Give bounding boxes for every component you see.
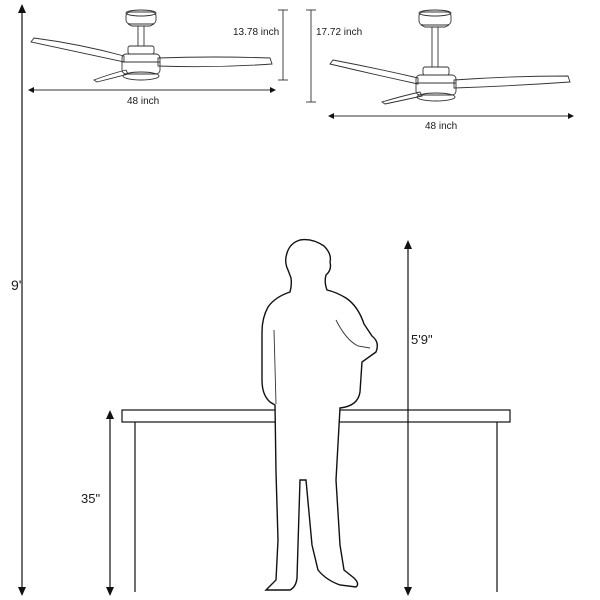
- fan-short-downrod: [30, 9, 273, 83]
- fan-short-height-label: 13.78 inch: [233, 27, 279, 38]
- person-height-label: 5'9": [411, 332, 433, 347]
- fan-short-height-dimension: 13.78 inch: [233, 9, 288, 81]
- fan-long-height-dimension: 17.72 inch: [306, 9, 362, 103]
- table-height-label: 35": [81, 491, 100, 506]
- fan-long-width-dimension: 48 inch: [328, 113, 574, 132]
- ceiling-height-dimension: 9': [11, 4, 26, 596]
- fan-long-width-label: 48 inch: [425, 121, 457, 132]
- fan-long-downrod: [329, 9, 571, 105]
- fan-short-width-dimension: 48 inch: [28, 87, 276, 107]
- person-height-dimension: 5'9": [404, 240, 433, 596]
- table-height-dimension: 35": [81, 410, 114, 596]
- ceiling-height-label: 9': [11, 277, 21, 293]
- fan-long-height-label: 17.72 inch: [316, 27, 362, 38]
- person-silhouette: [261, 238, 379, 591]
- fan-short-width-label: 48 inch: [127, 96, 159, 107]
